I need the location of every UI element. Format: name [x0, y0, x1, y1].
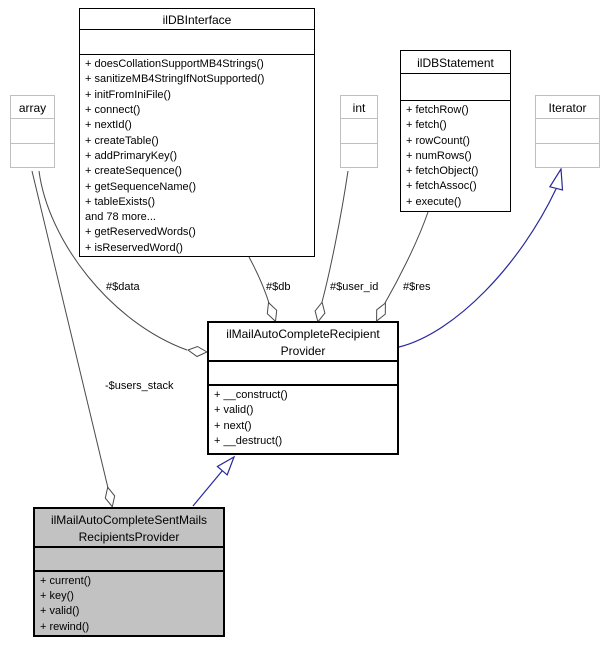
- class-title-sent-mails-provider: ilMailAutoCompleteSentMails RecipientsPr…: [35, 509, 223, 548]
- aggregation-diamond-data: [186, 345, 209, 358]
- method-item: + fetchRow(): [406, 104, 469, 116]
- class-title-ildbstatement: ilDBStatement: [401, 51, 510, 74]
- edge-label-user-id: #$user_id: [330, 281, 379, 293]
- edge-label-res: #$res: [403, 281, 431, 293]
- recipient-provider-attributes-compartment: [209, 362, 397, 386]
- method-item: + valid(): [40, 605, 80, 618]
- edge-user-id-aggregation: [321, 170, 349, 303]
- class-box-iterator[interactable]: Iterator: [535, 95, 600, 168]
- class-title-line2: RecipientsProvider: [78, 530, 180, 544]
- method-item: + addPrimaryKey(): [85, 149, 178, 162]
- method-item: + rewind(): [40, 620, 90, 633]
- aggregation-diamond-res: [376, 301, 386, 323]
- method-item: + execute(): [406, 195, 462, 208]
- ildbinterface-methods-compartment: + doesCollationSupportMB4Strings() + san…: [80, 55, 314, 256]
- inheritance-arrowhead-iterator: [548, 167, 564, 191]
- int-attributes-compartment: [341, 119, 377, 144]
- method-item: + getSequenceName(): [85, 180, 196, 193]
- aggregation-diamond-db: [266, 301, 278, 323]
- edge-label-data: #$data: [106, 281, 140, 293]
- method-item: + next(): [214, 419, 252, 432]
- class-title-iterator: Iterator: [536, 96, 599, 119]
- int-methods-compartment: [341, 144, 377, 168]
- sent-mails-provider-methods-compartment: + current() + key() + valid() + rewind(): [35, 572, 223, 635]
- edge-users-stack-aggregation: [31, 170, 109, 489]
- edge-label-db: #$db: [266, 281, 291, 293]
- ildbstatement-methods-compartment: + fetchRow() + fetch() + rowCount() + nu…: [401, 101, 510, 211]
- method-item: and 78 more...: [85, 211, 156, 224]
- recipient-provider-methods-compartment: + __construct() + valid() + next() + __d…: [209, 386, 397, 453]
- sent-mails-provider-attributes-compartment: [35, 548, 223, 572]
- method-item: + createSequence(): [85, 165, 182, 178]
- class-box-ildbstatement[interactable]: ilDBStatement + fetchRow() + fetch() + r…: [400, 50, 511, 212]
- edge-data-aggregation: [38, 170, 188, 351]
- method-item: + createTable(): [85, 134, 159, 147]
- method-item: + getReservedWords(): [85, 226, 196, 239]
- method-item: + fetchObject(): [406, 165, 479, 178]
- method-item: + numRows(): [406, 149, 472, 162]
- method-item: + doesCollationSupportMB4Strings(): [85, 58, 264, 71]
- method-item: + initFromIniFile(): [85, 88, 171, 101]
- class-box-ildbinterface[interactable]: ilDBInterface + doesCollationSupportMB4S…: [79, 8, 315, 257]
- method-item: + connect(): [85, 104, 141, 117]
- method-item: + isReservedWord(): [85, 241, 183, 254]
- iterator-attributes-compartment: [536, 119, 599, 144]
- edge-db-aggregation: [248, 256, 270, 304]
- edge-label-users-stack: -$users_stack: [105, 380, 174, 392]
- ildbstatement-attributes-compartment: [401, 74, 510, 101]
- method-item: + __construct(): [214, 389, 288, 401]
- iterator-methods-compartment: [536, 144, 599, 168]
- method-item: + valid(): [214, 404, 254, 417]
- class-box-array[interactable]: array: [10, 95, 55, 168]
- class-title-line1: ilMailAutoCompleteSentMails: [50, 513, 208, 527]
- inheritance-arrowhead-provider: [216, 455, 236, 476]
- ildbinterface-attributes-compartment: [80, 30, 314, 56]
- method-item: + current(): [40, 574, 92, 587]
- aggregation-diamond-users-stack: [104, 486, 116, 508]
- edge-res-aggregation: [384, 211, 429, 304]
- class-box-int[interactable]: int: [340, 95, 378, 168]
- array-methods-compartment: [11, 144, 54, 168]
- method-item: + sanitizeMB4StringIfNotSupported(): [85, 73, 265, 86]
- method-item: + nextId(): [85, 119, 132, 132]
- method-item: + fetch(): [406, 119, 447, 132]
- edge-inheritance-provider: [192, 470, 223, 507]
- class-title-int: int: [341, 96, 377, 119]
- class-title-recipient-provider: ilMailAutoCompleteRecipient Provider: [209, 323, 397, 362]
- method-item: + __destruct(): [214, 434, 283, 447]
- class-title-line2: Provider: [280, 344, 326, 358]
- method-item: + rowCount(): [406, 134, 470, 147]
- aggregation-diamond-user-id: [314, 301, 326, 323]
- method-item: + fetchAssoc(): [406, 180, 477, 193]
- class-box-sent-mails-provider[interactable]: ilMailAutoCompleteSentMails RecipientsPr…: [33, 507, 225, 637]
- method-item: + tableExists(): [85, 195, 155, 208]
- edge-inheritance-iterator: [398, 188, 557, 348]
- class-title-array: array: [11, 96, 54, 119]
- array-attributes-compartment: [11, 119, 54, 144]
- class-title-line1: ilMailAutoCompleteRecipient: [226, 327, 380, 341]
- class-box-recipient-provider[interactable]: ilMailAutoCompleteRecipient Provider + _…: [207, 321, 399, 455]
- class-title-ildbinterface: ilDBInterface: [80, 9, 314, 30]
- method-item: + key(): [40, 590, 74, 603]
